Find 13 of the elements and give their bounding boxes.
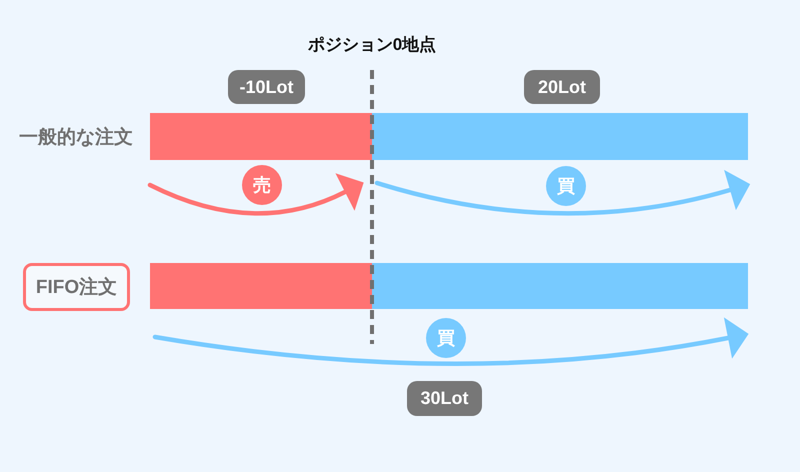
row-header-box: FIFO注文 — [23, 263, 130, 311]
quantity-tag: 20Lot — [524, 70, 600, 104]
trade-direction-circle: 買 — [546, 166, 586, 206]
quantity-tag: -10Lot — [228, 70, 305, 104]
zero-point-heading: ポジション0地点 — [306, 34, 438, 56]
position-bar — [150, 113, 372, 160]
row-label: 一般的な注文 — [18, 126, 134, 150]
position-bar — [372, 263, 748, 309]
position-bar — [372, 113, 748, 160]
quantity-tag: 30Lot — [407, 381, 482, 416]
trade-direction-circle: 売 — [242, 165, 282, 205]
trade-direction-circle: 買 — [426, 318, 466, 358]
position-bar — [150, 263, 372, 309]
